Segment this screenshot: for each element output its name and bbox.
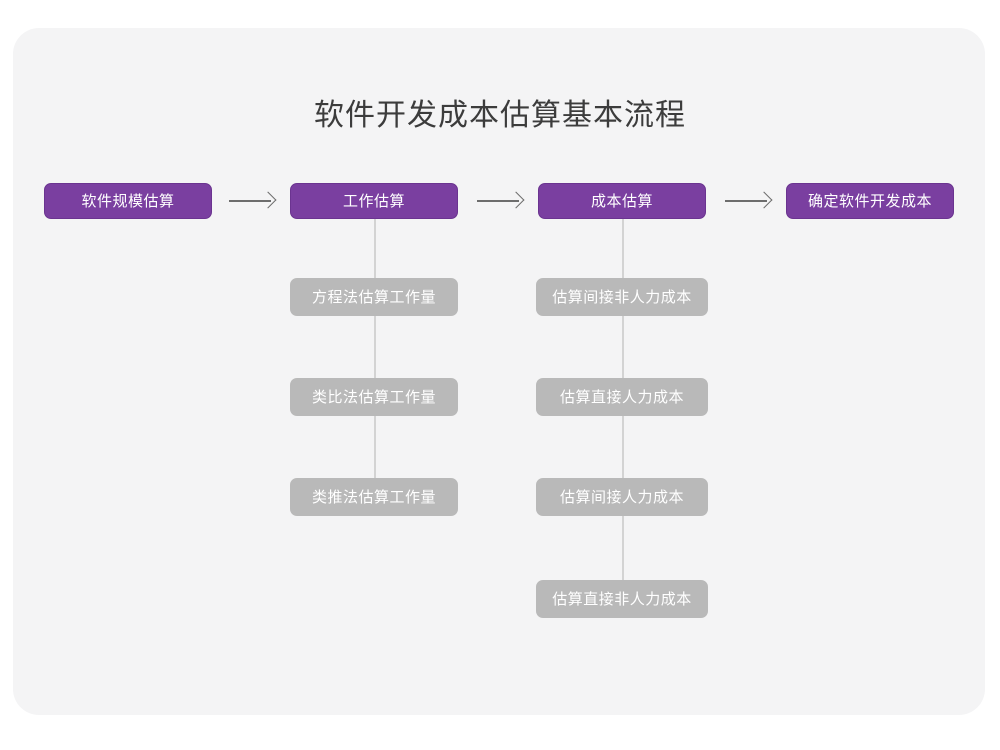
flow-node-label: 确定软件开发成本 <box>807 192 932 210</box>
flow-node-determine-development-cost[interactable]: 确定软件开发成本 <box>786 183 954 219</box>
branch-node-label: 方程法估算工作量 <box>311 288 436 306</box>
branch-node-label: 估算直接非人力成本 <box>552 590 692 608</box>
branch-node-direct-labor-cost[interactable]: 估算直接人力成本 <box>536 378 708 416</box>
branch-node-label: 估算直接人力成本 <box>559 388 684 406</box>
flow-node-cost-estimation[interactable]: 成本估算 <box>538 183 706 219</box>
branch-node-direct-nonlabor-cost[interactable]: 估算直接非人力成本 <box>536 580 708 618</box>
content-card <box>13 28 985 715</box>
flow-node-label: 工作估算 <box>342 192 405 210</box>
connector-cost-2 <box>622 316 624 378</box>
flow-node-effort-estimation[interactable]: 工作估算 <box>290 183 458 219</box>
connector-effort-2 <box>374 316 376 378</box>
branch-node-indirect-nonlabor-cost[interactable]: 估算间接非人力成本 <box>536 278 708 316</box>
branch-node-analogy-method-effort[interactable]: 类比法估算工作量 <box>290 378 458 416</box>
branch-node-label: 估算间接非人力成本 <box>552 288 692 306</box>
branch-node-label: 类推法估算工作量 <box>311 488 436 506</box>
arrow-shaft <box>725 200 767 202</box>
connector-cost-3 <box>622 416 624 478</box>
flow-node-software-scale-estimation[interactable]: 软件规模估算 <box>44 183 212 219</box>
right-arrow-icon <box>259 191 277 209</box>
branch-node-equation-method-effort[interactable]: 方程法估算工作量 <box>290 278 458 316</box>
right-arrow-icon <box>507 191 525 209</box>
arrow-shaft <box>229 200 271 202</box>
connector-effort-3 <box>374 416 376 478</box>
branch-node-label: 估算间接人力成本 <box>559 488 684 506</box>
arrow-shaft <box>477 200 519 202</box>
page-title: 软件开发成本估算基本流程 <box>314 99 686 132</box>
flow-arrow-3 <box>725 191 773 211</box>
branch-node-analogical-method-effort[interactable]: 类推法估算工作量 <box>290 478 458 516</box>
connector-cost-4 <box>622 516 624 580</box>
branch-node-label: 类比法估算工作量 <box>311 388 436 406</box>
branch-node-indirect-labor-cost[interactable]: 估算间接人力成本 <box>536 478 708 516</box>
connector-cost-1 <box>622 216 624 278</box>
flow-node-label: 软件规模估算 <box>81 192 175 210</box>
flow-arrow-2 <box>477 191 525 211</box>
right-arrow-icon <box>755 191 773 209</box>
flow-node-label: 成本估算 <box>590 192 653 210</box>
flow-arrow-1 <box>229 191 277 211</box>
connector-effort-1 <box>374 216 376 278</box>
